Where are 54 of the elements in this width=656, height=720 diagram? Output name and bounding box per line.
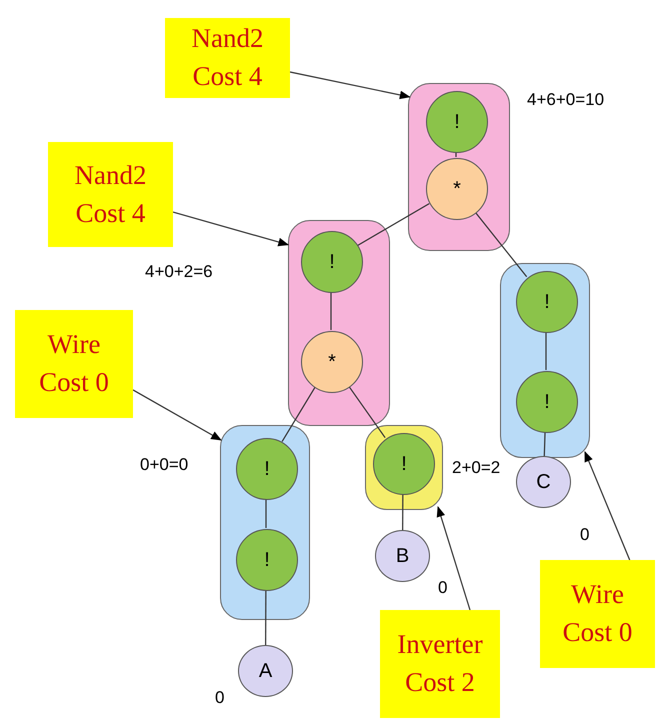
operator-label: ! xyxy=(401,452,407,476)
pattern-group xyxy=(288,220,390,426)
callout-label: Wire Cost 0 xyxy=(562,578,634,649)
operator-label: * xyxy=(328,350,336,374)
pointer-arrow xyxy=(584,450,630,560)
cost-sum-label: 4+0+2=6 xyxy=(145,262,213,282)
cost-sum-label: 0 xyxy=(580,525,590,545)
callout-box xyxy=(540,560,655,668)
input-circle xyxy=(238,645,293,697)
operator-label: ! xyxy=(454,110,460,134)
callout-label: Inverter Cost 2 xyxy=(396,628,484,699)
pattern-group xyxy=(365,425,443,510)
pattern-group xyxy=(220,425,310,620)
cost-sum-label: 0 xyxy=(438,578,448,598)
pointer-arrow xyxy=(132,389,222,441)
connector-line xyxy=(455,152,457,157)
input-label: C xyxy=(536,470,551,494)
cost-sum-label: 0 xyxy=(215,688,224,708)
operator-label: ! xyxy=(544,390,550,414)
connector-line xyxy=(544,432,546,456)
operator-label: ! xyxy=(264,548,270,572)
operator-label: * xyxy=(453,178,461,200)
pointer-arrow xyxy=(436,506,471,610)
callout-label: Nand2 Cost 4 xyxy=(74,158,148,230)
connector-line xyxy=(545,332,547,370)
connector-line xyxy=(282,387,316,442)
input-label: B xyxy=(396,544,410,568)
input-label: A xyxy=(258,660,272,682)
connector-line xyxy=(348,386,386,438)
connector-line xyxy=(474,212,528,278)
pointer-arrow xyxy=(172,211,290,246)
callout-label: Wire Cost 0 xyxy=(38,328,110,399)
connector-line xyxy=(330,292,332,330)
callout-label: Nand2 Cost 4 xyxy=(190,22,264,93)
connector-line xyxy=(402,494,404,530)
pattern-group xyxy=(500,263,590,458)
cost-sum-label: 2+0=2 xyxy=(452,458,500,478)
operator-label: ! xyxy=(544,290,550,314)
connector-line xyxy=(357,203,430,246)
connector-line xyxy=(265,499,267,528)
operator-label: ! xyxy=(264,458,270,480)
connector-line xyxy=(265,590,266,645)
input-circle xyxy=(375,530,430,582)
cost-sum-label: 0+0=0 xyxy=(140,455,188,475)
pointer-arrow xyxy=(290,71,411,100)
callout-box xyxy=(48,142,173,247)
input-circle xyxy=(516,456,571,508)
operator-label: ! xyxy=(329,250,335,274)
callout-box xyxy=(380,610,500,718)
callout-box xyxy=(165,18,290,98)
operator-circle xyxy=(373,433,435,495)
pattern-group xyxy=(408,83,510,251)
callout-box xyxy=(15,310,133,418)
cost-sum-label: 4+6+0=10 xyxy=(527,90,604,110)
